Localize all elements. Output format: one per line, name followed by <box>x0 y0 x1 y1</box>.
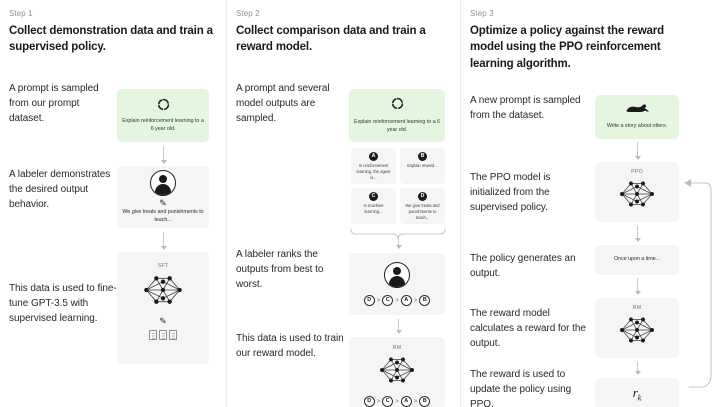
ranking-row-rm: D > C > A > B <box>363 396 431 407</box>
step-1-caption-2: A labeler demonstrates the desired outpu… <box>9 169 111 211</box>
step-3-caption-3: The policy generates an output. <box>470 253 576 280</box>
step-3-caption-5: The reward is used to update the policy … <box>470 369 572 407</box>
neural-network-icon <box>373 352 421 393</box>
rank-badge-2: C <box>382 396 394 407</box>
output-text-d: We give treats and punishments to teach.… <box>405 203 440 221</box>
documents-icon <box>149 330 177 340</box>
step-3-caption-1: A new prompt is sampled from the dataset… <box>470 95 581 122</box>
rank-badge-1: D <box>363 396 375 407</box>
badge-d: D <box>418 192 427 201</box>
otter-icon <box>624 103 650 119</box>
step-2-column: Step 2 Collect comparison data and train… <box>226 0 460 407</box>
step-2-caption-3: This data is used to train our reward mo… <box>236 333 344 360</box>
reward-formula: rk <box>632 384 642 403</box>
step-3-caption-4: The reward model calculates a reward for… <box>470 308 586 350</box>
step-1-sft-tag: SFT <box>157 263 169 269</box>
step-2-label: Step 2 <box>236 9 260 18</box>
step-1-prompt-node[interactable]: Explain reinforcement learning to a 6 ye… <box>117 89 209 142</box>
step-1-labeler-node[interactable]: ✎ We give treats and punishments to teac… <box>117 166 209 228</box>
rank-sep: > <box>395 297 399 304</box>
arrow-labeler-to-rm <box>395 319 402 334</box>
labeler-person-icon <box>150 169 176 196</box>
step-3-column: Step 3 Optimize a policy against the rew… <box>460 0 720 407</box>
recycle-icon <box>157 98 170 113</box>
output-card-c[interactable]: C In machine learning... <box>351 188 396 224</box>
arrow-ppo-to-output <box>634 225 641 242</box>
step-3-label: Step 3 <box>470 9 494 18</box>
labeler-person-icon <box>384 262 410 288</box>
arrow-prompt-to-ppo <box>634 142 641 160</box>
ranking-row-labeler: D > C > A > B <box>363 295 431 306</box>
step-3-ppo-tag: PPO <box>631 169 643 175</box>
rank-badge-3: A <box>400 295 412 306</box>
rank-sep: > <box>395 398 399 405</box>
step-1-caption-1: A prompt is sampled from our prompt data… <box>9 83 99 125</box>
arrow-output-to-rm <box>634 278 641 295</box>
badge-b: B <box>418 152 427 161</box>
step-3-title: Optimize a policy against the reward mod… <box>470 25 664 70</box>
step-3-prompt-node[interactable]: Write a story about otters. <box>595 95 679 139</box>
step-2-title: Collect comparison data and train a rewa… <box>236 25 426 54</box>
rank-sep: > <box>413 297 418 304</box>
step-1-sft-node[interactable]: SFT <box>117 252 209 364</box>
pencil-icon: ✎ <box>159 316 167 326</box>
output-card-d[interactable]: D We give treats and punishments to teac… <box>400 188 445 224</box>
step-1-prompt-text: Explain reinforcement learning to a 6 ye… <box>122 117 204 132</box>
neural-network-icon <box>138 270 188 315</box>
badge-a: A <box>369 152 378 161</box>
step-2-prompt-text: Explain reinforcement learning to a 6 ye… <box>354 118 440 133</box>
step-1-labeler-text: We give treats and punishments to teach.… <box>122 208 204 223</box>
step-3-reward-node[interactable]: rk <box>595 378 679 407</box>
step-2-rm-tag: RM <box>392 345 402 351</box>
rank-badge-1: D <box>363 295 375 306</box>
step-3-output-text: Once upon a time... <box>613 256 661 263</box>
step-3-reward-model-node[interactable]: RM <box>595 298 679 358</box>
output-card-a[interactable]: A In reinforcement learning, the agent i… <box>351 148 396 184</box>
neural-network-icon <box>614 176 660 217</box>
rank-badge-2: C <box>382 295 394 306</box>
step-3-rm-tag: RM <box>632 305 642 311</box>
badge-c: C <box>369 192 378 201</box>
rank-sep: > <box>376 398 381 405</box>
arrow-rm-to-reward <box>634 361 641 375</box>
arrow-labeler-to-sft <box>160 232 167 250</box>
ppo-feedback-loop-arrow <box>679 177 715 402</box>
step-3-caption-2: The PPO model is initialized from the su… <box>470 172 551 214</box>
neural-network-icon <box>614 312 660 353</box>
step-2-labeler-node[interactable]: D > C > A > B <box>349 253 445 315</box>
step-1-column: Step 1 Collect demonstration data and tr… <box>0 0 226 407</box>
output-text-a: In reinforcement learning, the agent is.… <box>356 163 391 181</box>
recycle-icon <box>391 97 404 114</box>
step-2-caption-1: A prompt and several model outputs are s… <box>236 83 330 125</box>
step-1-label: Step 1 <box>9 9 33 18</box>
output-text-c: In machine learning... <box>363 203 384 215</box>
step-3-output-node[interactable]: Once upon a time... <box>595 245 679 275</box>
rank-badge-4: B <box>419 295 431 306</box>
step-3-prompt-text: Write a story about otters. <box>606 123 668 130</box>
step-3-ppo-node[interactable]: PPO <box>595 162 679 222</box>
rank-sep: > <box>413 398 418 405</box>
step-2-prompt-node[interactable]: Explain reinforcement learning to a 6 ye… <box>349 89 445 142</box>
rank-sep: > <box>376 297 381 304</box>
arrow-prompt-to-labeler <box>160 146 167 164</box>
arrow-outputs-to-labeler <box>395 238 402 249</box>
pencil-icon: ✎ <box>159 197 167 208</box>
rank-badge-4: B <box>419 396 431 407</box>
step-1-title: Collect demonstration data and train a s… <box>9 25 213 54</box>
step-1-caption-3: This data is used to fine-tune GPT-3.5 w… <box>9 283 117 325</box>
step-2-caption-2: A labeler ranks the outputs from best to… <box>236 249 324 291</box>
output-text-b: Explain reward... <box>407 163 438 168</box>
rank-badge-3: A <box>400 396 412 407</box>
step-2-reward-model-node[interactable]: RM <box>349 337 445 407</box>
output-card-b[interactable]: B Explain reward... <box>400 148 445 184</box>
